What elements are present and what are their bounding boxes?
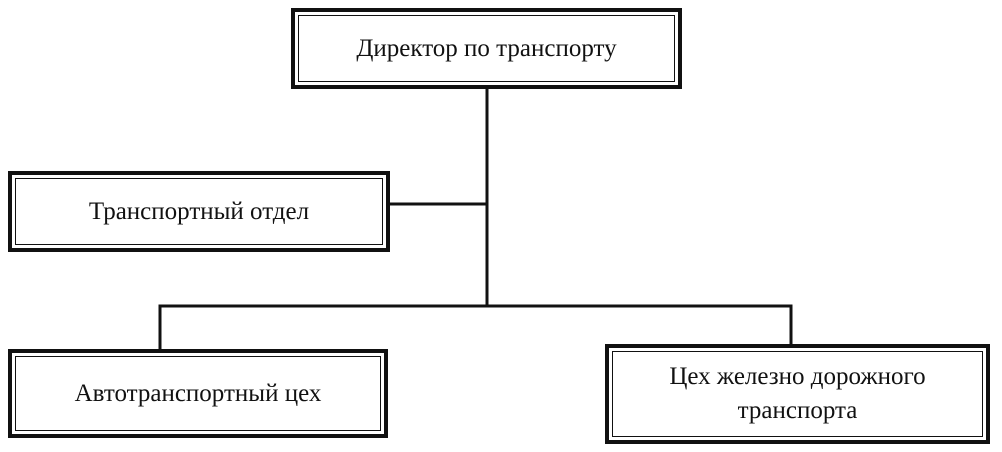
node-director-label: Директор по транспорту — [298, 15, 675, 82]
node-auto-shop: Автотранспортный цех — [8, 349, 388, 438]
node-rail-shop-label: Цех железно дорожного транспорта — [612, 351, 983, 437]
node-transport-dept-label: Транспортный отдел — [15, 178, 383, 245]
node-auto-shop-label: Автотранспортный цех — [15, 356, 381, 431]
node-director: Директор по транспорту — [291, 8, 682, 89]
node-transport-dept: Транспортный отдел — [8, 171, 390, 252]
node-rail-shop: Цех железно дорожного транспорта — [605, 344, 990, 444]
